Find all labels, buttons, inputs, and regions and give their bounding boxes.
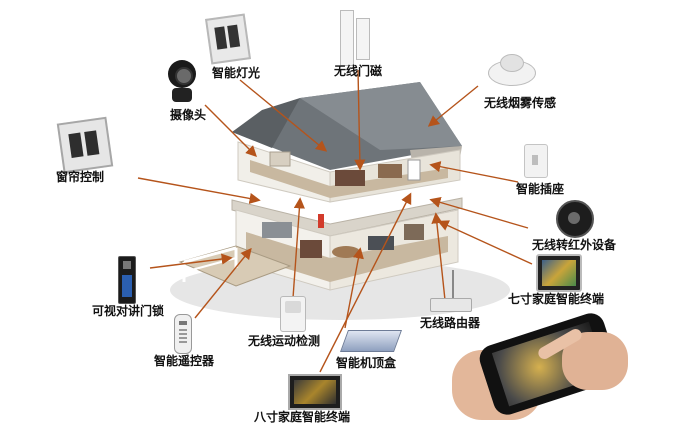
porch: [178, 245, 292, 287]
label-set-top-box: 智能机顶盒: [336, 356, 397, 370]
label-motion-sensor: 无线运动检测: [248, 334, 321, 348]
lower-floor: [235, 209, 459, 291]
label-curtain: 窗帘控制: [56, 170, 105, 184]
label-terminal-8: 八寸家庭智能终端: [254, 410, 351, 424]
label-ir-device: 无线转红外设备: [532, 238, 617, 252]
intercom-icon: [118, 256, 136, 304]
label-remote: 智能遥控器: [154, 354, 215, 368]
ir-device-icon: [556, 200, 594, 238]
label-router: 无线路由器: [420, 316, 481, 330]
curtain-switch-icon: [56, 116, 114, 174]
tablet-terminal-icon: [288, 374, 342, 410]
upper-floor: [237, 141, 461, 203]
label-smoke-sensor: 无线烟雾传感: [484, 96, 557, 110]
light-switch-icon: [204, 13, 252, 65]
smoke-detector-icon: [488, 50, 536, 86]
label-smart-socket: 智能插座: [516, 182, 565, 196]
socket-icon: [524, 144, 548, 178]
label-smart-light: 智能灯光: [212, 66, 261, 80]
tablet-terminal-icon: [536, 254, 582, 292]
motion-sensor-icon: [280, 296, 306, 332]
remote-icon: [174, 314, 192, 354]
connectors: [137, 69, 533, 373]
door-sensor-icon: [340, 10, 372, 66]
phone-icon: [444, 309, 644, 428]
label-video-intercom: 可视对讲门锁: [92, 304, 165, 318]
set-top-box-icon: [339, 330, 403, 352]
roof: [232, 82, 462, 170]
label-window-door-sensor: 无线门磁: [334, 64, 383, 78]
router-icon: [430, 270, 472, 314]
label-terminal-7: 七寸家庭智能终端: [508, 292, 605, 306]
camera-icon: [166, 60, 198, 106]
label-camera: 摄像头: [170, 108, 207, 122]
